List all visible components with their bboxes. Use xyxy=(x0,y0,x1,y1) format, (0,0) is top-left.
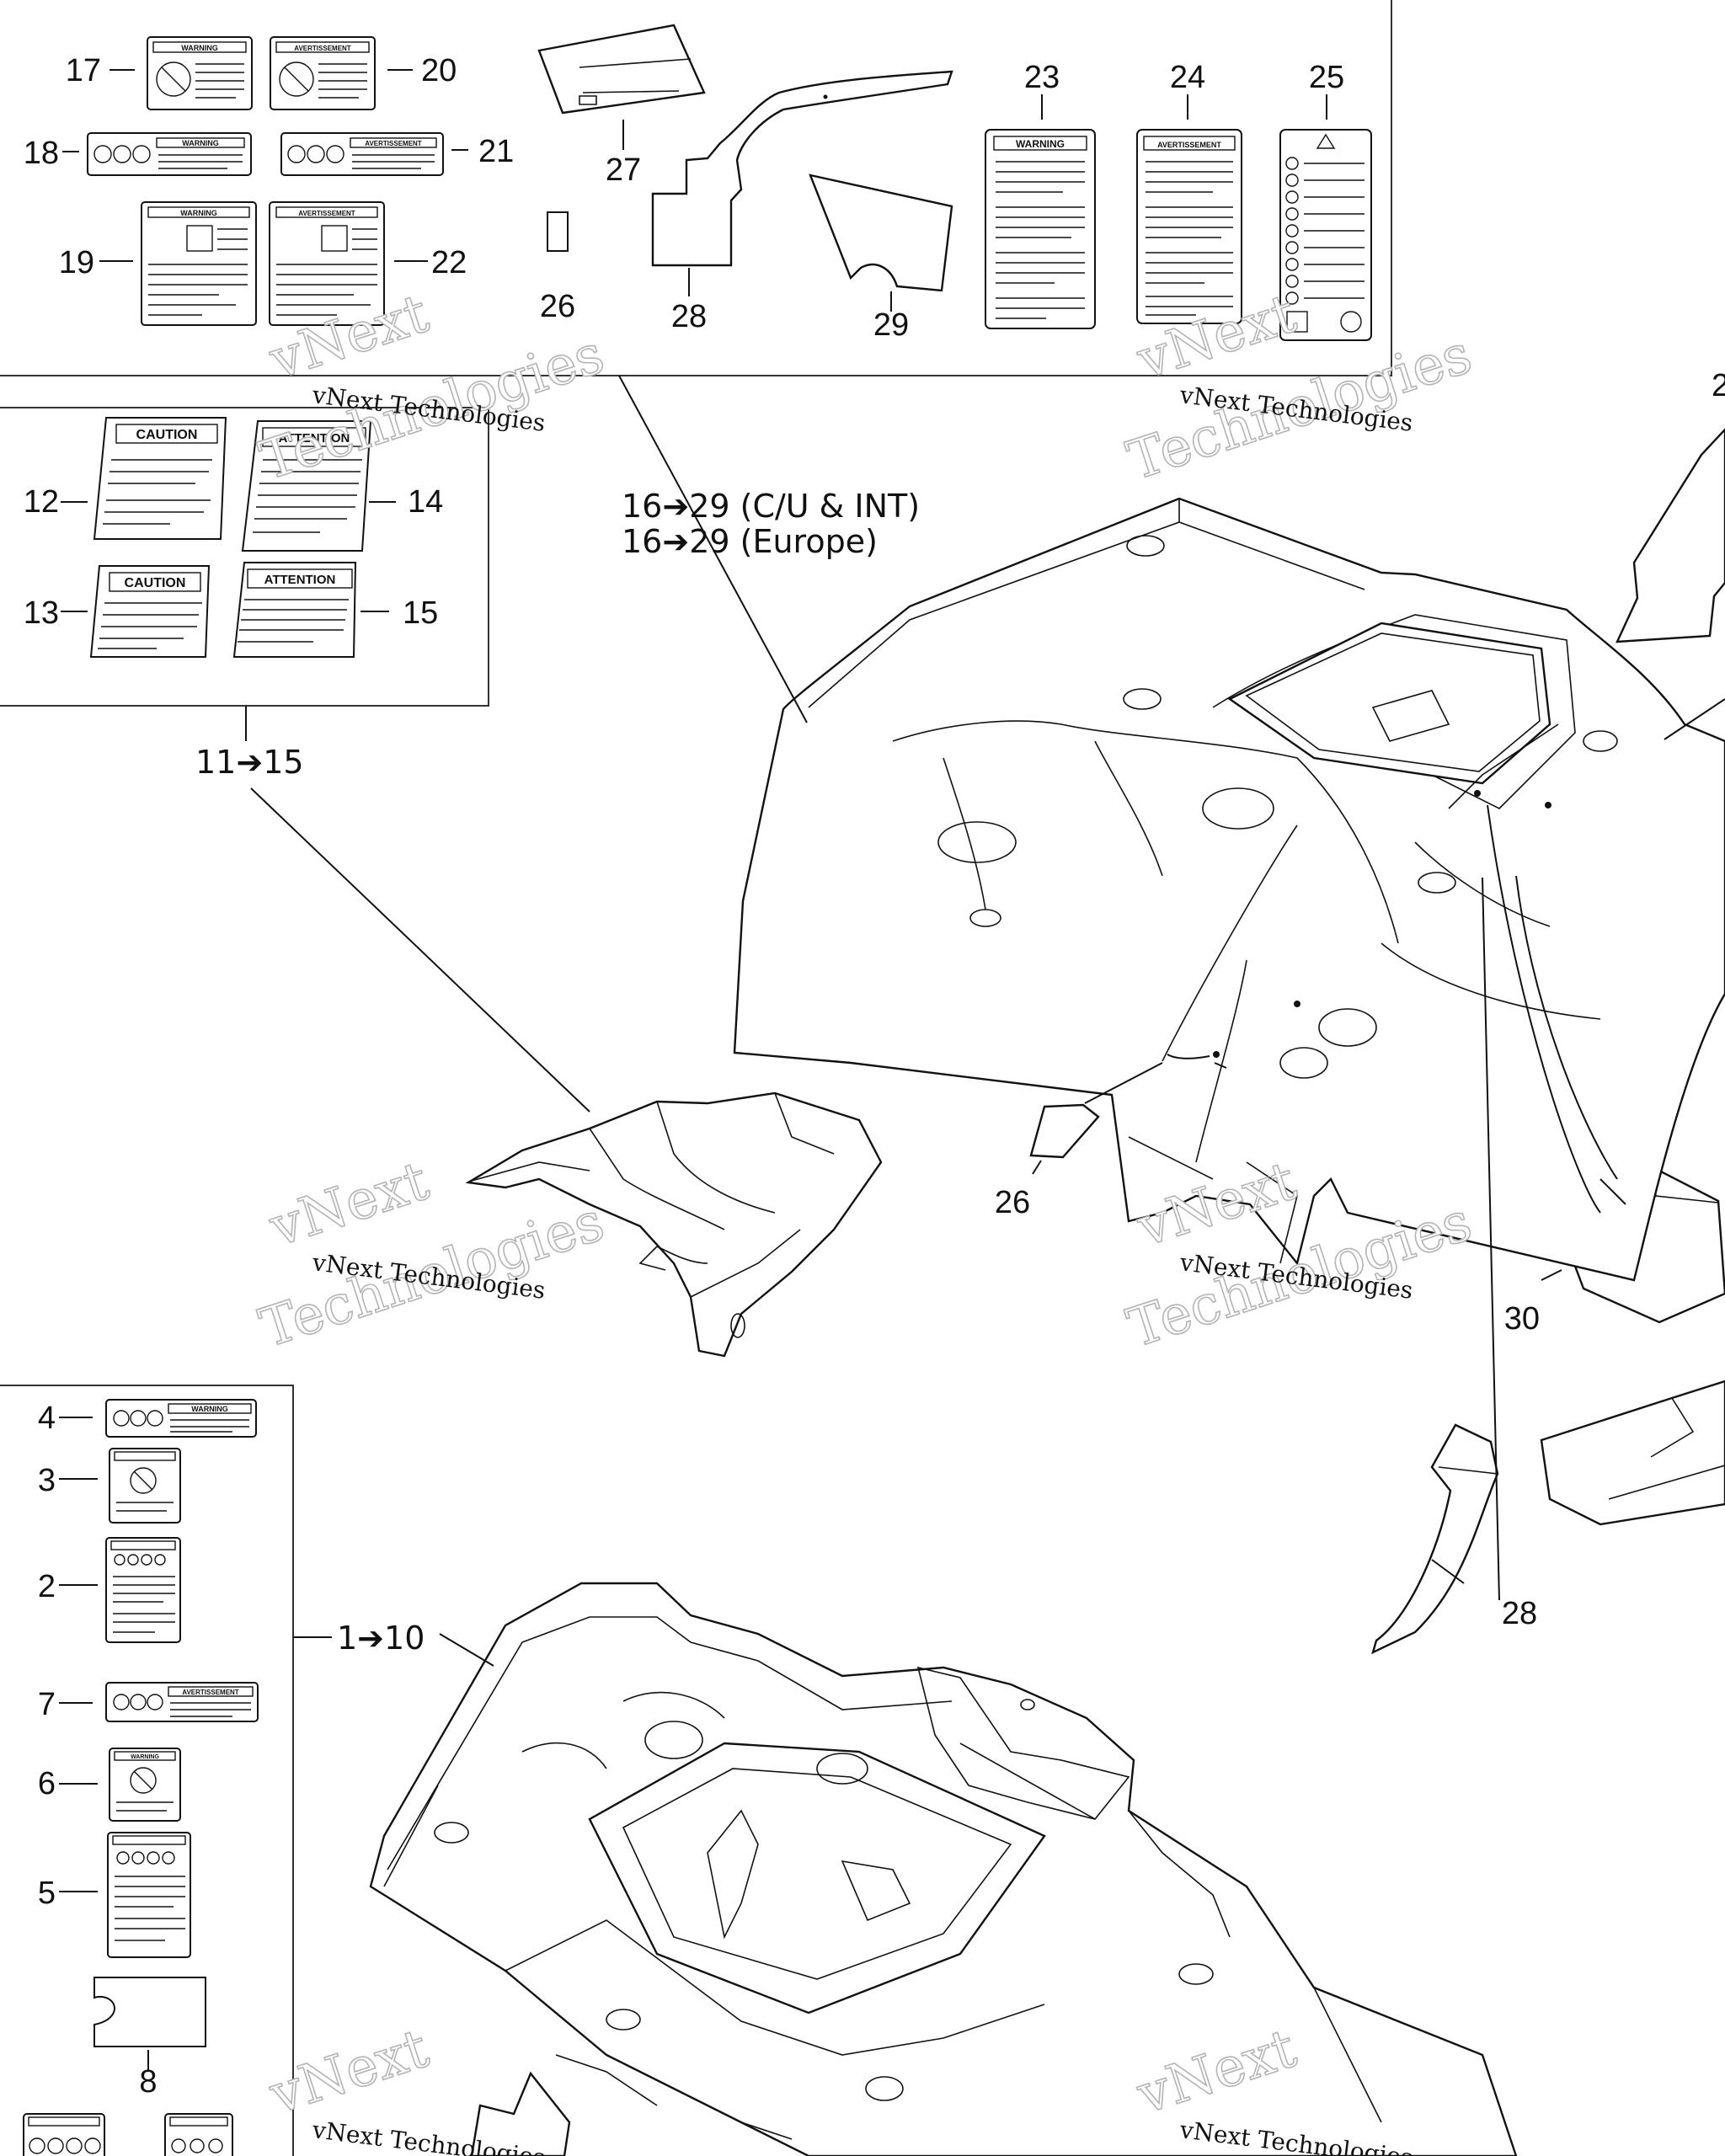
rear-rack-assembly xyxy=(733,497,1725,1282)
group-label-16-29-cu: 16➔29 (C/U & INT) xyxy=(622,488,920,525)
callout-4: 4 xyxy=(38,1401,56,1436)
decal-17: WARNING xyxy=(147,36,253,110)
callout-13: 13 xyxy=(24,595,59,631)
group-label-1-10: 1➔10 xyxy=(337,1620,425,1657)
decal-21: AVERTISSEMENT xyxy=(280,132,444,176)
svg-text:vNext: vNext xyxy=(262,1150,436,1259)
decal-4: WARNING xyxy=(105,1399,257,1438)
callout-28-right: 28 xyxy=(1502,1596,1537,1631)
callout-3: 3 xyxy=(38,1463,56,1498)
callout-22: 22 xyxy=(431,245,467,280)
decal-15: ATTENTION xyxy=(232,562,357,658)
decal-8 xyxy=(93,1977,206,2047)
callout-18: 18 xyxy=(24,136,59,171)
callout-15: 15 xyxy=(403,595,438,631)
decal-14: ATTENTION xyxy=(241,420,372,552)
svg-text:WARNING: WARNING xyxy=(191,1405,228,1413)
callout-27: 27 xyxy=(606,152,641,188)
svg-text:WARNING: WARNING xyxy=(1016,138,1065,150)
group-labels: 16➔29 (C/U & INT) 16➔29 (Europe) 11➔15 1… xyxy=(195,488,920,1657)
decal-12: CAUTION xyxy=(93,417,227,540)
callout-14: 14 xyxy=(408,484,443,520)
callout-28-top: 28 xyxy=(671,299,707,334)
group-box-11-15 xyxy=(0,407,489,707)
callout-25: 25 xyxy=(1309,60,1344,95)
callout-30: 30 xyxy=(1504,1301,1540,1337)
svg-text:WARNING: WARNING xyxy=(181,44,218,52)
front-rack-assembly xyxy=(369,1582,1518,2156)
decal-7: AVERTISSEMENT xyxy=(105,1682,259,1722)
part-28-top xyxy=(651,70,953,267)
svg-text:AVERTISSEMENT: AVERTISSEMENT xyxy=(294,45,351,52)
callout-29: 29 xyxy=(873,307,909,343)
group-box-16-29 xyxy=(0,0,1392,376)
callout-19: 19 xyxy=(59,245,94,280)
svg-text:AVERTISSEMENT: AVERTISSEMENT xyxy=(298,210,355,217)
callout-20: 20 xyxy=(421,53,457,88)
decal-18: WARNING xyxy=(87,132,252,176)
callout-cut-2: 2 xyxy=(1712,368,1725,403)
decal-2 xyxy=(105,1537,181,1643)
callout-21: 21 xyxy=(478,134,514,169)
front-arrow-decal xyxy=(470,2071,571,2156)
decal-25 xyxy=(1279,129,1372,341)
callout-26-mid: 26 xyxy=(995,1185,1030,1220)
svg-text:AVERTISSEMENT: AVERTISSEMENT xyxy=(1157,141,1221,149)
decal-23: WARNING xyxy=(985,129,1096,329)
svg-text:WARNING: WARNING xyxy=(182,139,219,147)
callout-7: 7 xyxy=(38,1687,56,1722)
svg-text:WARNING: WARNING xyxy=(180,209,217,217)
decal-5 xyxy=(107,1832,191,1958)
callout-17: 17 xyxy=(66,53,101,88)
callout-8: 8 xyxy=(139,2064,157,2100)
decal-22: AVERTISSEMENT xyxy=(269,201,385,326)
part-27 xyxy=(537,24,706,115)
decal-26-mid xyxy=(1029,1103,1100,1159)
decal-partial-right xyxy=(164,2113,233,2156)
decal-6: WARNING xyxy=(109,1748,181,1822)
callout-5: 5 xyxy=(38,1876,56,1911)
part-right-upper xyxy=(1616,428,1725,643)
svg-text:ATTENTION: ATTENTION xyxy=(264,573,336,587)
svg-text:CAUTION: CAUTION xyxy=(136,428,198,442)
decal-26-top xyxy=(547,211,569,252)
part-right-lower xyxy=(1540,1380,1725,1526)
group-label-11-15: 11➔15 xyxy=(195,744,304,781)
decal-24: AVERTISSEMENT xyxy=(1136,129,1242,324)
svg-text:CAUTION: CAUTION xyxy=(125,576,186,590)
front-fender-insert xyxy=(465,1091,883,1358)
decal-19: WARNING xyxy=(141,201,257,326)
decal-partial-left xyxy=(23,2113,105,2156)
svg-text:vNext: vNext xyxy=(262,2017,436,2127)
callout-6: 6 xyxy=(38,1766,56,1801)
leader-lines xyxy=(59,69,1725,2070)
callout-24: 24 xyxy=(1170,60,1205,95)
group-label-16-29-eu: 16➔29 (Europe) xyxy=(622,523,878,560)
svg-text:ATTENTION: ATTENTION xyxy=(279,431,350,446)
group-box-1-10 xyxy=(0,1385,294,2156)
callout-12: 12 xyxy=(24,484,59,520)
decal-13: CAUTION xyxy=(89,565,211,658)
part-29 xyxy=(809,173,953,292)
part-28-right xyxy=(1371,1423,1499,1655)
decal-3 xyxy=(109,1448,181,1524)
svg-text:AVERTISSEMENT: AVERTISSEMENT xyxy=(365,140,422,147)
callout-23: 23 xyxy=(1024,60,1060,95)
callouts: 17 20 18 21 19 22 23 24 25 27 26 28 29 1… xyxy=(24,53,1725,2100)
svg-text:AVERTISSEMENT: AVERTISSEMENT xyxy=(182,1689,239,1696)
decal-20: AVERTISSEMENT xyxy=(270,36,376,110)
callout-2: 2 xyxy=(38,1569,56,1604)
callout-26-top: 26 xyxy=(540,289,575,324)
svg-text:WARNING: WARNING xyxy=(131,1754,159,1760)
